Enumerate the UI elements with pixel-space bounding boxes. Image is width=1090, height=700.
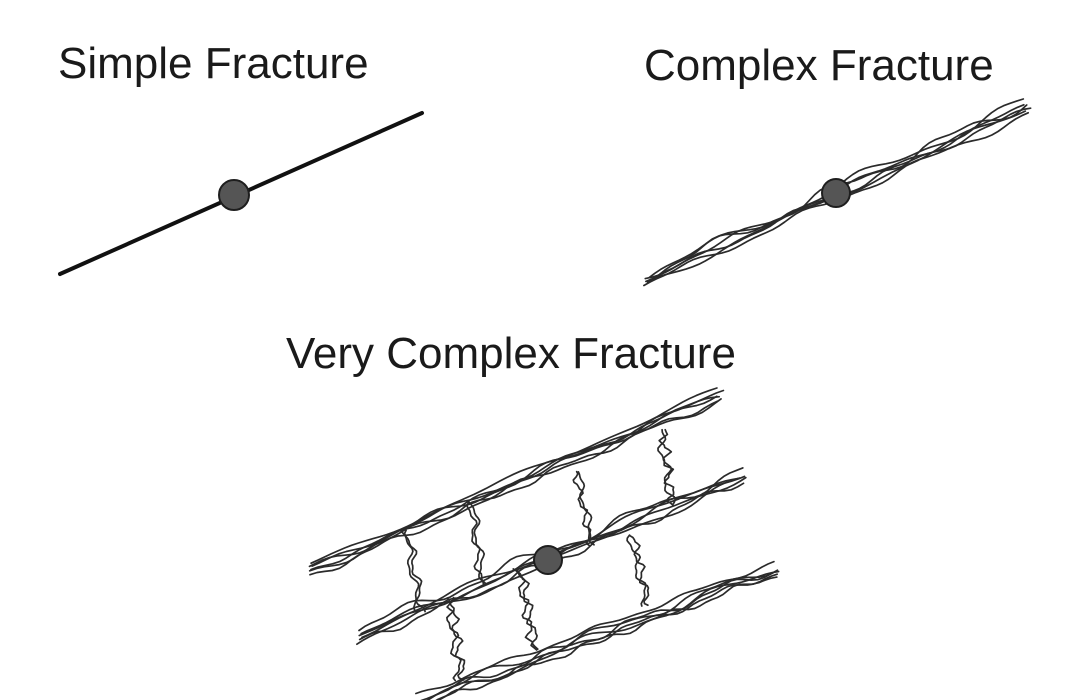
main-fracture-strand-top (310, 395, 718, 571)
main-fracture-strand-top (309, 400, 719, 576)
main-fracture-strand-bottom (415, 560, 775, 695)
cross-fracture (446, 597, 462, 682)
simple-fracture-diagram (58, 111, 424, 276)
complex-fracture-diagram (643, 98, 1032, 287)
main-fracture-strand-bottom (435, 573, 779, 700)
cross-fracture (657, 428, 677, 506)
simple-wellbore-dot (218, 179, 250, 211)
wellbore-dot (533, 545, 563, 575)
very-complex-fracture-title: Very Complex Fracture (286, 329, 736, 378)
complex-fracture-title: Complex Fracture (644, 41, 994, 90)
cross-fracture (400, 529, 420, 614)
main-fracture-strand-bottom (436, 576, 778, 700)
cross-fracture (572, 470, 592, 547)
cross-fracture (577, 471, 595, 546)
very-complex-fracture-diagram (308, 387, 780, 700)
cross-fracture (516, 567, 538, 651)
cross-fracture (468, 501, 488, 586)
cross-fracture (629, 534, 650, 607)
cross-fracture (658, 428, 675, 506)
cross-fracture (403, 529, 426, 613)
simple-fracture-title: Simple Fracture (58, 39, 369, 88)
cross-fracture (626, 534, 647, 607)
cross-fracture (466, 501, 485, 586)
main-fracture-strand-top (308, 395, 721, 568)
wellbore-dot (821, 178, 851, 208)
main-fracture-strand-top (310, 387, 718, 565)
cross-fracture (446, 596, 466, 681)
